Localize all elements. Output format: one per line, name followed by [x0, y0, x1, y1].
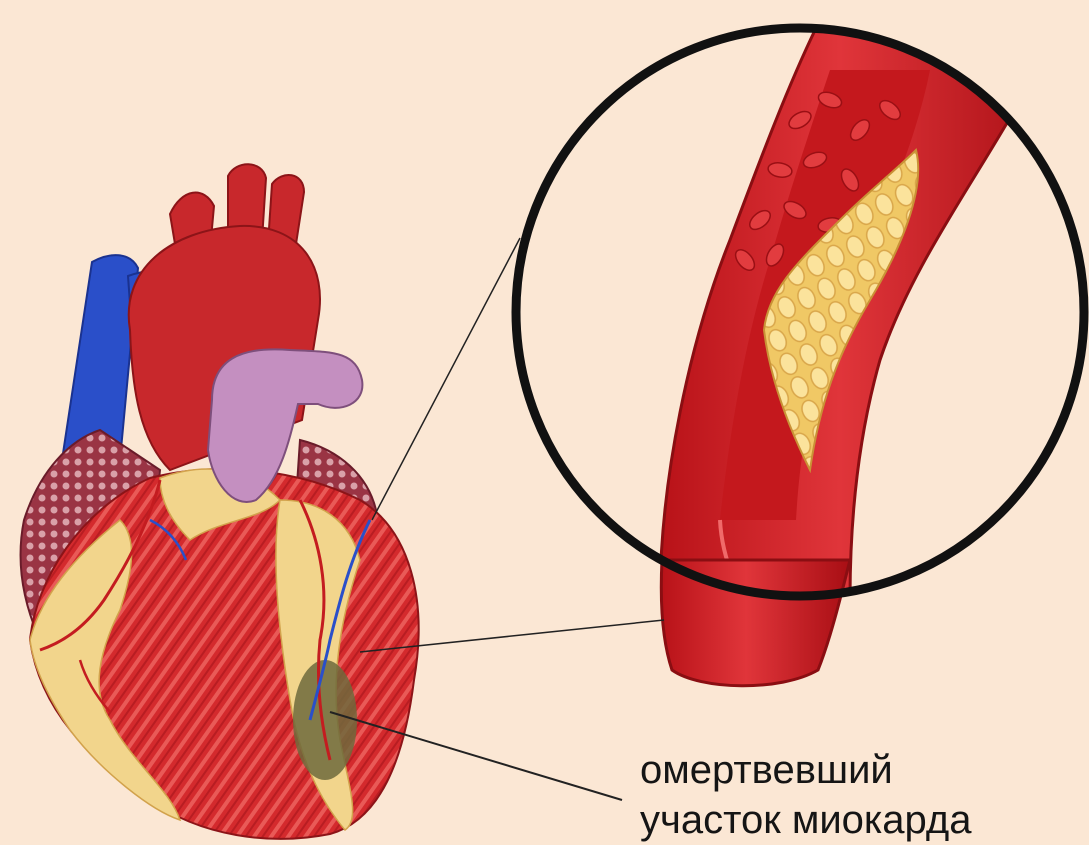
zoom-line-upper — [372, 238, 520, 520]
caption-line-1: омертвевший — [640, 746, 1080, 794]
caption-line-2: участок миокарда — [640, 796, 1080, 844]
magnified-artery-view — [500, 20, 1089, 686]
necrotic-area — [293, 660, 357, 780]
heart-icon — [21, 164, 419, 839]
artery-segment — [661, 560, 850, 686]
